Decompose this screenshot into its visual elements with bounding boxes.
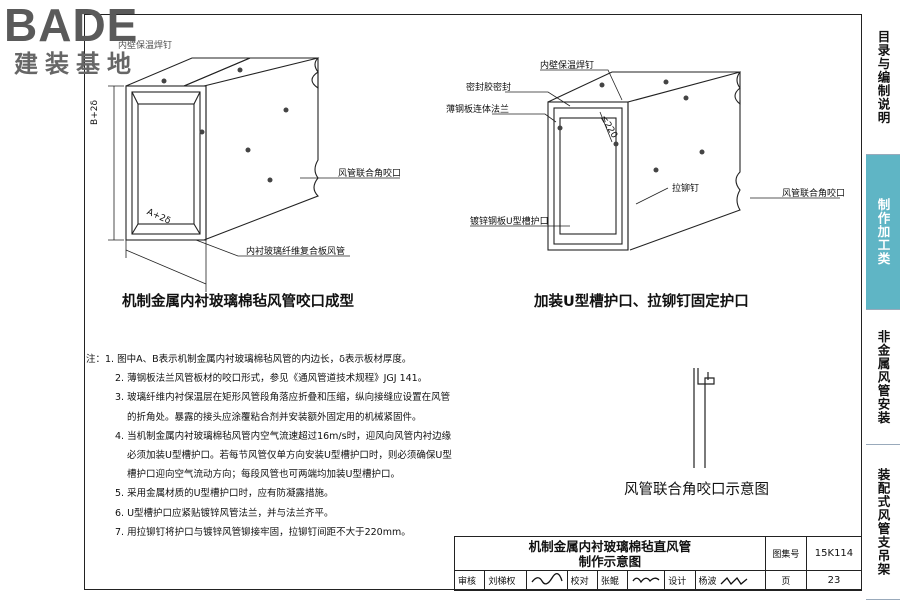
note-line: 4. 当机制金属内衬玻璃棉毡风管内空气流速超过16m/s时，迎风向风管内衬边缘 [115,430,452,442]
fig1-dim-b: B+2δ [90,100,100,125]
note-line: 槽护口迎向空气流动方向；每段风管也可两端均加装U型槽护口。 [127,469,400,481]
logo-brand: BADE [4,0,139,51]
page-value: 23 [805,570,863,591]
logo-overlay-label: 内壁保温焊钉 [118,41,173,51]
notes: 注：1. 图中A、B表示机制金属内衬玻璃棉毡风管的内边长，δ表示板材厚度。 2.… [86,350,452,542]
note-line: 的折角处。暴露的接头应涂覆粘合剂并安装额外固定用的机械紧固件。 [127,411,422,423]
note-line: 5. 采用金属材质的U型槽护口时，应有防凝露措施。 [115,488,334,500]
design-label: 设计 [664,570,696,591]
fig3-seam [693,368,715,468]
fig2-label-seal: 密封胶密封 [466,83,512,93]
title-block: 机制金属内衬玻璃棉毡直风管 制作示意图 图集号 15K114 审核 刘梯权 校对… [453,536,863,591]
fig3-caption: 风管联合角咬口示意图 [624,482,769,498]
note-line: 3. 玻璃纤维内衬保温层在矩形风管段角落应折叠和压缩，纵向接缝应设置在风管 [115,392,451,404]
sidebar-item-support[interactable]: 装配式风管支吊架 [866,445,900,600]
review-label: 审核 [453,570,486,591]
fig1-label-liner: 内衬玻璃纤维复合板风管 [246,247,346,257]
fig2-label-corner: 风管联合角咬口 [782,189,846,199]
check-name: 张鲲 [596,570,629,591]
title-line2: 制作示意图 [578,553,642,569]
note-line: 2. 薄钢板法兰风管板材的咬口形式，参见《通风管道技术规程》JGJ 141。 [115,373,428,385]
fig2-label-pin: 内壁保温焊钉 [540,61,595,71]
fig2-label-guard: 镀锌钢板U型槽护口 [470,217,549,227]
logo-subtitle: 建装基地 [14,50,138,78]
sidebar-item-label: 制作加工类 [875,198,891,266]
note-line: 6. U型槽护口应紧贴镀锌风管法兰，并与法兰齐平。 [115,507,334,519]
fig2-label-flange: 薄钢板连体法兰 [446,105,510,115]
note-row: 注：1. 图中A、B表示机制金属内衬玻璃棉毡风管的内边长，δ表示板材厚度。 [86,350,452,369]
fig1-label-corner: 风管联合角咬口 [338,169,402,179]
check-label: 校对 [566,570,598,591]
fig2-duct [547,71,742,251]
design-name-signature: 杨波 [694,570,766,591]
title-line1: 机制金属内衬玻璃棉毡直风管 [528,538,692,554]
check-signature [627,570,666,591]
sidebar-item-label: 装配式风管支吊架 [875,468,891,576]
sidebar-item-label: 非金属风管安装 [875,329,891,425]
note-line: 必须加装U型槽护口。若每节风管仅单方向安装U型槽护口时，则必须确保U型 [127,450,452,462]
design-name: 杨波 [698,576,717,587]
sidebar-item-label: 目录与编制说明 [875,29,891,125]
atlas-value: 15K114 [805,536,863,571]
review-signature [525,570,568,591]
fig2-label-rivet: 拉铆钉 [672,184,700,194]
fig2-caption: 加装U型槽护口、拉铆钉固定护口 [534,294,749,310]
sidebar-item-fabrication[interactable]: 制作加工类 [866,155,900,310]
atlas-label: 图集号 [764,536,807,571]
fig1-caption: 机制金属内衬玻璃棉毡风管咬口成型 [122,294,354,310]
sidebar-item-contents[interactable]: 目录与编制说明 [866,0,900,155]
fig1-duct [125,57,320,241]
page-label: 页 [764,570,807,591]
review-name: 刘梯权 [484,570,527,591]
notes-prefix: 注： [86,354,106,365]
sidebar-item-nonmetal[interactable]: 非金属风管安装 [866,310,900,445]
note-line: 7. 用拉铆钉将护口与镀锌风管铆接牢固，拉铆钉间距不大于220mm。 [115,526,411,538]
note-line: 1. 图中A、B表示机制金属内衬玻璃棉毡风管的内边长，δ表示板材厚度。 [105,354,412,365]
